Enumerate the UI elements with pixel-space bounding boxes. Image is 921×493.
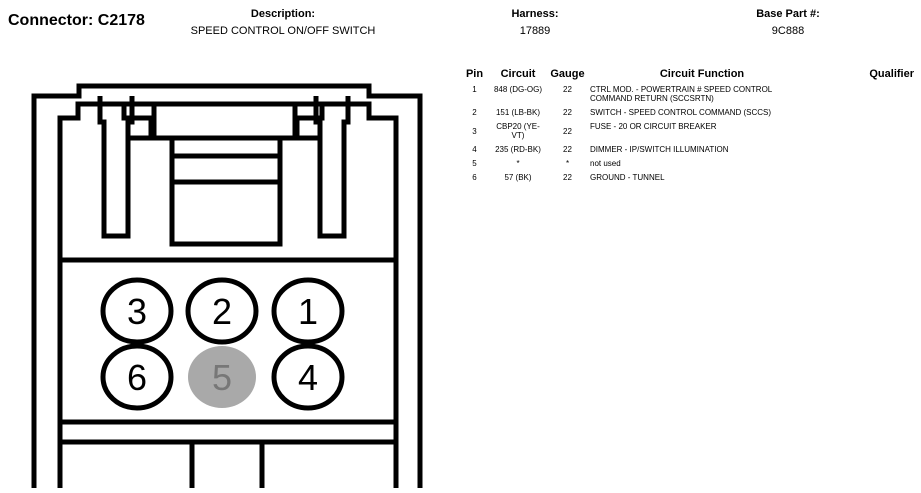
cavity-label: 2	[212, 291, 232, 332]
gauge-cell: 22	[563, 145, 572, 154]
cavity-circle	[100, 277, 174, 345]
connector-face-diagram: 3 2 1 6 5 4	[31, 83, 423, 488]
circuit-cell: 151 (LB-BK)	[495, 108, 541, 117]
connector-outer-shell	[31, 83, 423, 488]
harness-label: Harness:	[511, 8, 559, 20]
base-part-label: Base Part #:	[756, 8, 820, 20]
latch-left-outer	[97, 96, 135, 239]
col-header-function: Circuit Function	[659, 68, 745, 80]
cavity-label: 6	[127, 357, 147, 398]
function-cell: SWITCH - SPEED CONTROL COMMAND (SCCS)	[590, 108, 772, 117]
gauge-cell: 22	[563, 173, 572, 182]
col-header-circuit: Circuit	[500, 68, 536, 80]
circuit-cell: 57 (BK)	[504, 173, 532, 182]
cavity-2: 2	[185, 277, 259, 345]
pin-table-header: Pin Circuit Gauge Circuit Function Quali…	[458, 68, 914, 85]
gauge-cell: 22	[563, 85, 572, 94]
description-value: SPEED CONTROL ON/OFF SWITCH	[190, 25, 376, 37]
base-part-value: 9C888	[771, 25, 805, 37]
cavity-panel	[57, 257, 399, 445]
cavity-5: 5	[188, 346, 256, 408]
pin-cell: 5	[472, 159, 477, 168]
cavity-circle	[271, 343, 345, 411]
table-row: 5 * * not used	[458, 159, 914, 173]
cavity-label: 3	[127, 291, 147, 332]
table-row: 1 848 (DG-OG) 22 CTRL MOD. - POWERTRAIN …	[458, 85, 914, 108]
cavity-4: 4	[271, 343, 345, 411]
description-label: Description:	[250, 8, 316, 20]
circuit-cell: *	[516, 159, 520, 168]
qualifier-cell	[814, 85, 914, 108]
connector-title: Connector: C2178	[8, 12, 145, 29]
col-header-qualifier: Qualifier	[869, 68, 914, 80]
qualifier-cell	[814, 173, 914, 187]
qualifier-cell	[814, 159, 914, 173]
bottom-key-left	[60, 439, 195, 488]
qualifier-cell	[814, 145, 914, 159]
circuit-cell: 235 (RD-BK)	[495, 145, 541, 154]
circuit-cell: 848 (DG-OG)	[493, 85, 542, 94]
qualifier-cell	[814, 122, 914, 145]
cavity-circle	[271, 277, 345, 345]
latch-upper-window	[151, 101, 298, 141]
table-row: 4 235 (RD-BK) 22 DIMMER - IP/SWITCH ILLU…	[458, 145, 914, 159]
cavity-circle	[100, 343, 174, 411]
latch-left-notch	[121, 104, 154, 141]
col-header-gauge: Gauge	[550, 68, 585, 80]
pin-cell: 2	[472, 108, 477, 117]
pin-cell: 4	[472, 145, 477, 154]
function-cell: DIMMER - IP/SWITCH ILLUMINATION	[590, 145, 729, 154]
function-cell: FUSE - 20 OR CIRCUIT BREAKER	[590, 122, 717, 131]
cavity-1: 1	[271, 277, 345, 345]
pin-cell: 6	[472, 173, 477, 182]
harness-value: 17889	[519, 25, 551, 37]
function-cell: not used	[590, 159, 621, 168]
gauge-cell: 22	[563, 127, 572, 136]
circuit-cell: CBP20 (YE-VT)	[496, 122, 540, 140]
gauge-cell: 22	[563, 108, 572, 117]
col-header-pin: Pin	[465, 68, 484, 80]
gauge-cell: *	[565, 159, 570, 168]
cavity-6: 6	[100, 343, 174, 411]
cavity-circle	[185, 277, 259, 345]
pin-table: Pin Circuit Gauge Circuit Function Quali…	[458, 68, 914, 187]
pin-cell: 3	[472, 127, 477, 136]
pin-cell: 1	[472, 85, 477, 94]
table-row: 6 57 (BK) 22 GROUND - TUNNEL	[458, 173, 914, 187]
cavity-label: 4	[298, 357, 318, 398]
latch-center-block	[169, 135, 283, 247]
latch-right-outer	[313, 96, 351, 239]
cavity-label: 1	[298, 291, 318, 332]
function-cell: GROUND - TUNNEL	[590, 173, 665, 182]
cavity-3: 3	[100, 277, 174, 345]
function-cell: CTRL MOD. - POWERTRAIN # SPEED CONTROL C…	[590, 85, 772, 103]
table-row: 2 151 (LB-BK) 22 SWITCH - SPEED CONTROL …	[458, 108, 914, 122]
qualifier-cell	[814, 108, 914, 122]
bottom-key-right	[259, 439, 396, 488]
table-row: 3 CBP20 (YE-VT) 22 FUSE - 20 OR CIRCUIT …	[458, 122, 914, 145]
cavity-label: 5	[212, 357, 232, 398]
cavity-circle	[188, 346, 256, 408]
